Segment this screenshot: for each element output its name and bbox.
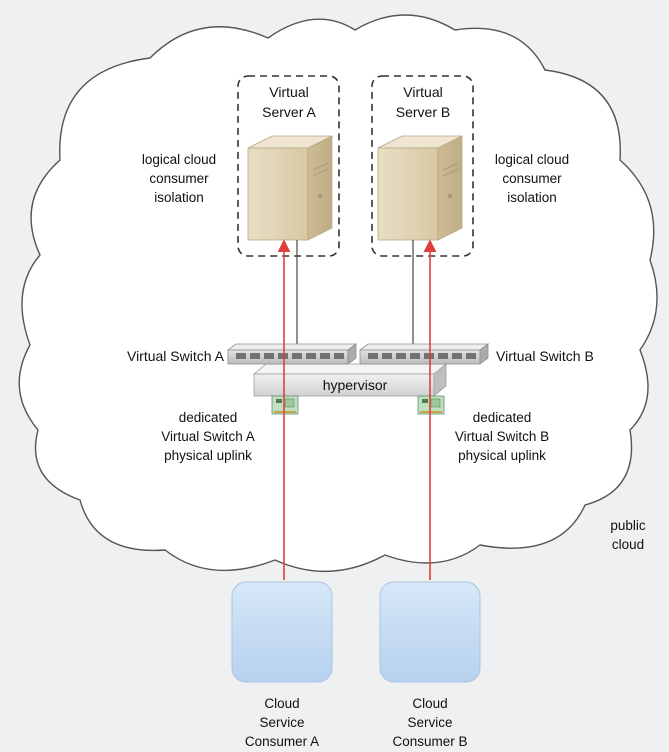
virtual-switch-a-icon bbox=[226, 343, 358, 365]
server-b-icon bbox=[377, 135, 463, 241]
hypervisor-bar bbox=[252, 363, 448, 397]
virtual-server-b-label: Virtual Server B bbox=[395, 84, 451, 120]
uplink-b-label: dedicated Virtual Switch B physical upli… bbox=[454, 410, 550, 463]
hypervisor-label: hypervisor bbox=[322, 377, 388, 393]
virtual-switch-a-label: Virtual Switch A bbox=[126, 348, 224, 364]
cloud-service-consumer-a-icon bbox=[231, 581, 333, 683]
isolation-box-b bbox=[371, 75, 474, 257]
virtual-switch-b-icon bbox=[358, 343, 490, 365]
uplink-a-label: dedicated Virtual Switch A physical upli… bbox=[161, 410, 255, 463]
consumer-b-label: Cloud Service Consumer B bbox=[392, 696, 468, 749]
virtual-switch-b-label: Virtual Switch B bbox=[496, 348, 594, 364]
consumer-a-label: Cloud Service Consumer A bbox=[244, 696, 320, 749]
isolation-label-a: logical cloud consumer isolation bbox=[141, 152, 217, 205]
virtual-server-a-label: Virtual Server A bbox=[262, 84, 316, 120]
isolation-box-a bbox=[237, 75, 340, 257]
public-cloud-label: public cloud bbox=[610, 518, 646, 552]
server-a-icon bbox=[247, 135, 333, 241]
uplink-nic-b-icon bbox=[417, 395, 445, 415]
public-cloud-shape bbox=[18, 14, 658, 573]
isolation-label-b: logical cloud consumer isolation bbox=[494, 152, 570, 205]
uplink-nic-a-icon bbox=[271, 395, 299, 415]
cloud-service-consumer-b-icon bbox=[379, 581, 481, 683]
